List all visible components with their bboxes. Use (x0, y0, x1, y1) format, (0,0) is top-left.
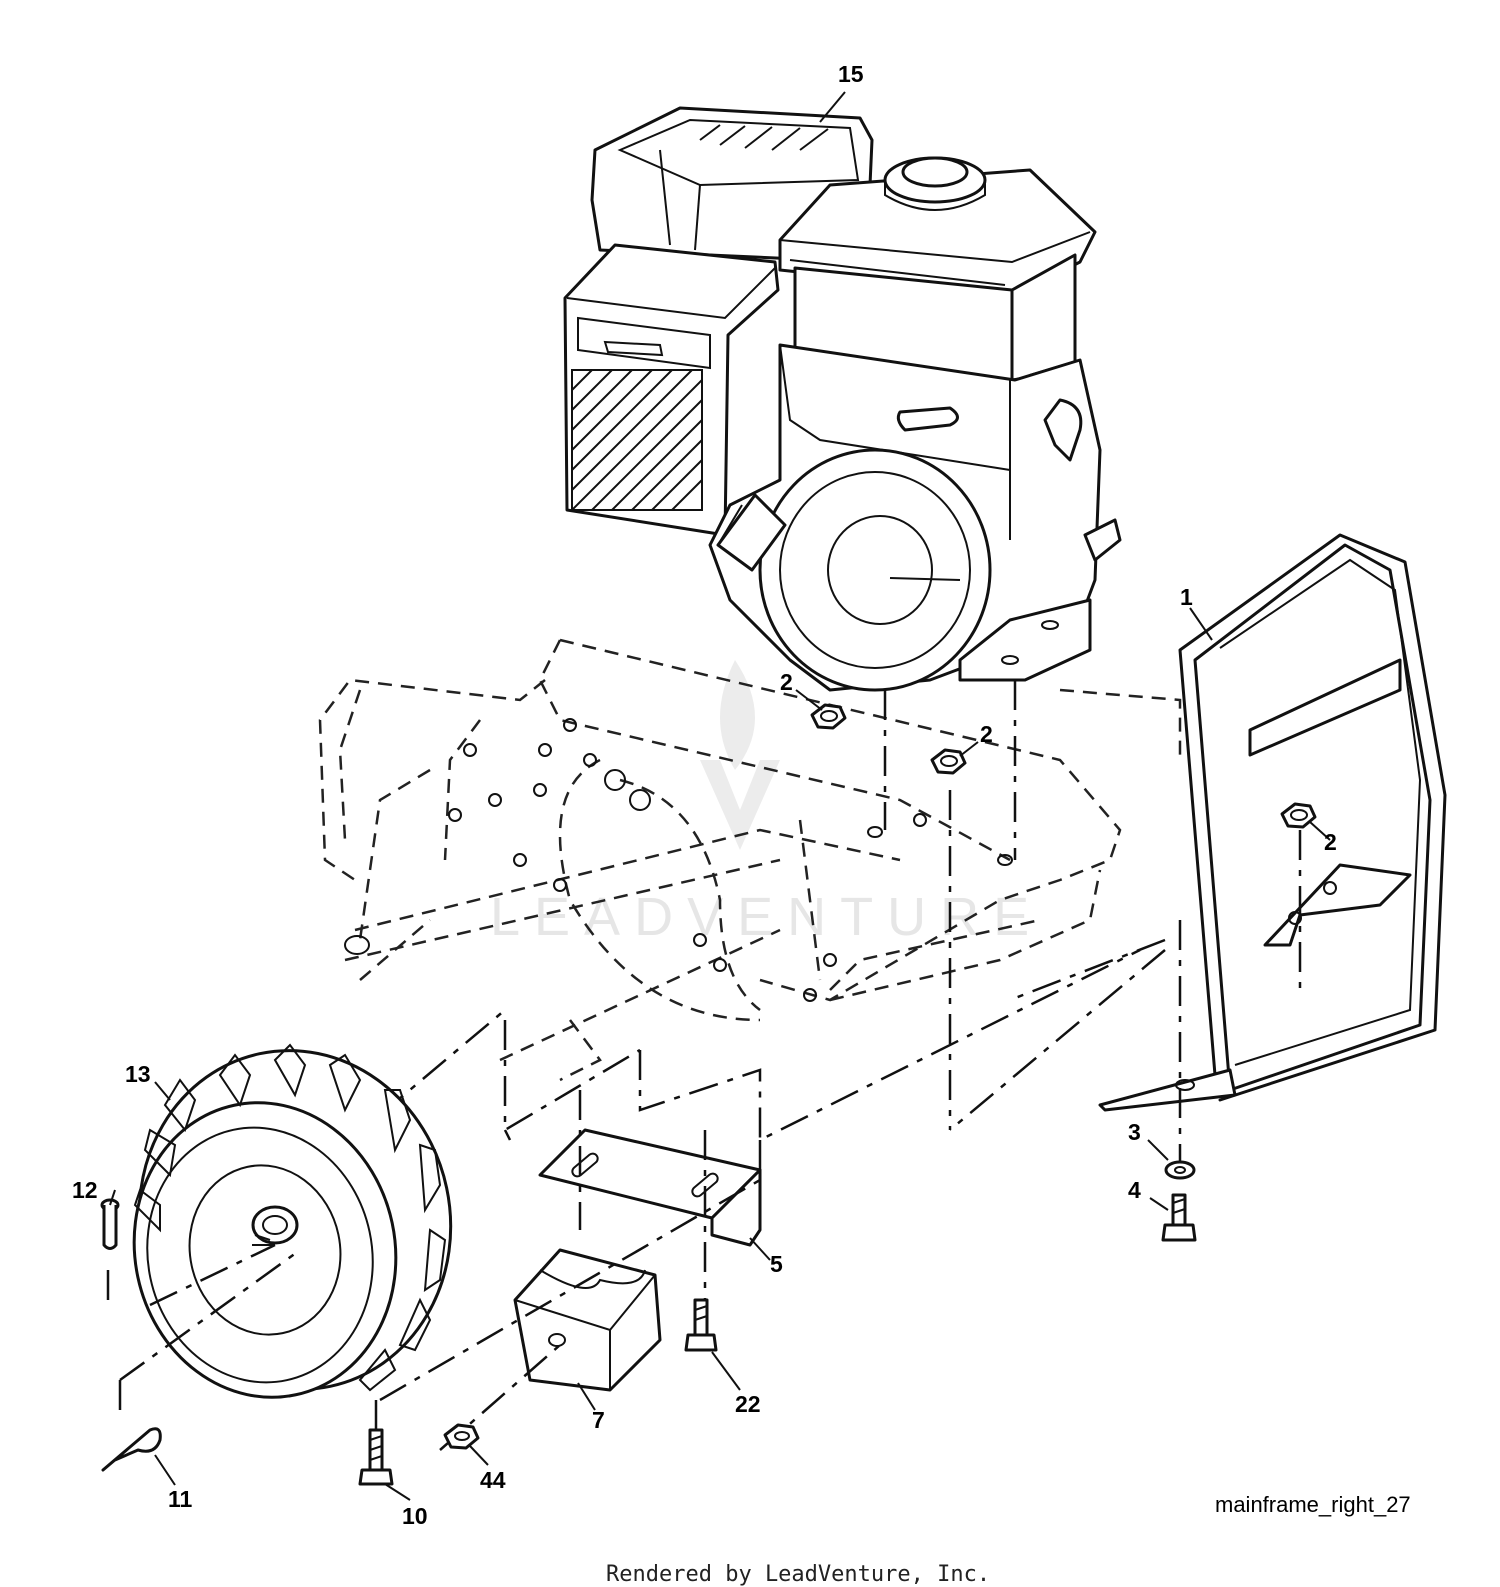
callout-labels: 15 1 2 2 2 3 4 5 7 10 11 12 13 22 44 (72, 61, 1337, 1529)
bolt-22 (684, 1298, 718, 1352)
callout-15: 15 (838, 61, 864, 87)
diagram-reference-id: mainframe_right_27 (1215, 1492, 1411, 1517)
wheel-13 (106, 1043, 453, 1410)
bolt-4 (1161, 1193, 1197, 1242)
washer-3 (1164, 1160, 1196, 1180)
callout-7: 7 (592, 1407, 605, 1433)
render-credit: Rendered by LeadVenture, Inc. (606, 1562, 990, 1587)
nut-2c (1280, 802, 1317, 829)
leader-lines (109, 91, 1331, 1501)
nut-2b (930, 748, 967, 775)
watermark: LEADVENTURE (490, 660, 1043, 947)
callout-12: 12 (72, 1177, 98, 1203)
callout-1: 1 (1180, 584, 1193, 610)
callout-11: 11 (168, 1486, 193, 1512)
callout-2a: 2 (780, 669, 793, 695)
bracket-5 (538, 1090, 762, 1320)
callout-3: 3 (1128, 1119, 1141, 1145)
callout-22: 22 (735, 1391, 761, 1417)
callout-2b: 2 (980, 721, 993, 747)
bolt-10 (358, 1400, 394, 1486)
callout-5: 5 (770, 1251, 783, 1277)
mounting-lines (379, 680, 1302, 1170)
clip-11 (101, 1427, 162, 1472)
tiller-frame-outline (318, 638, 1122, 1082)
callout-2c: 2 (1324, 829, 1337, 855)
bumper-bar (1059, 533, 1447, 1112)
watermark-text: LEADVENTURE (490, 887, 1043, 947)
nut-44 (443, 1423, 480, 1450)
pin-12 (100, 1198, 120, 1250)
engine (563, 106, 1122, 692)
callout-44: 44 (480, 1467, 506, 1493)
nut-2a (810, 703, 847, 730)
callout-13: 13 (125, 1061, 151, 1087)
callout-10: 10 (402, 1503, 428, 1529)
callout-4: 4 (1128, 1177, 1141, 1203)
